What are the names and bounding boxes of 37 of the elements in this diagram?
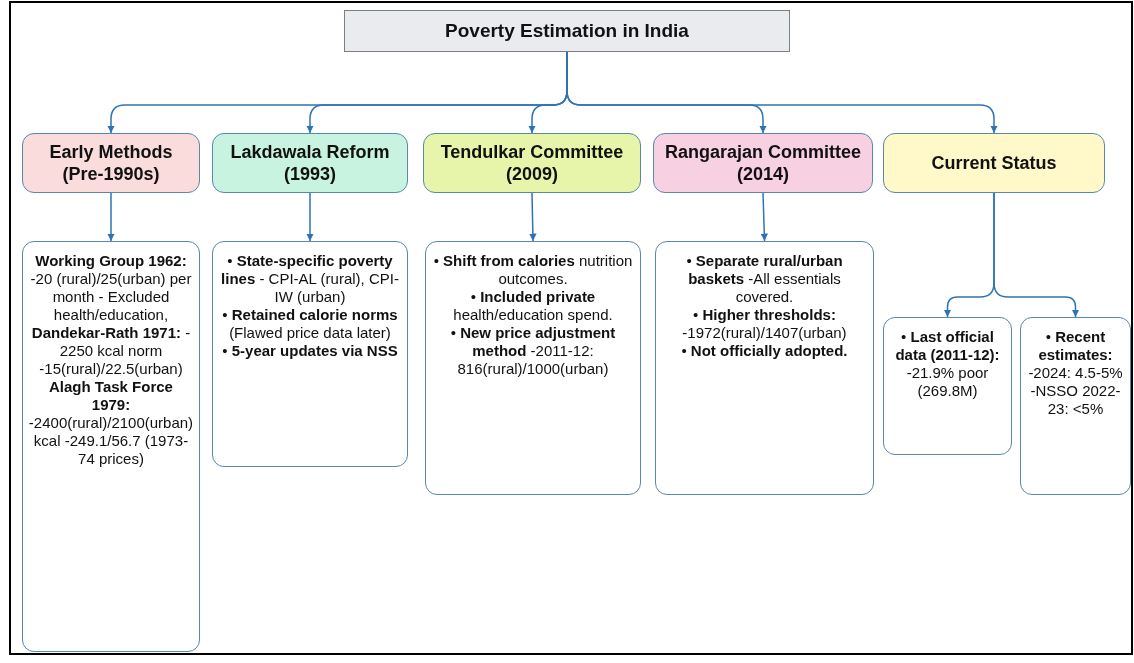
category-box bbox=[212, 133, 408, 193]
title-text: Poverty Estimation in India bbox=[445, 20, 689, 42]
detail-box bbox=[655, 241, 874, 495]
detail-text: • Separate rural/urban baskets -All essentials covered. bbox=[685, 252, 844, 306]
detail-box bbox=[425, 241, 641, 495]
arrow bbox=[306, 192, 314, 242]
arrow bbox=[993, 192, 1080, 318]
detail-text: • Higher thresholds: -1972(rural)/1407(urban) bbox=[681, 306, 848, 342]
arrow bbox=[529, 192, 537, 242]
detail-text: • Recent estimates: -2024: 4.5-5% -NSSO 2022-23: <5% bbox=[1027, 328, 1124, 418]
detail-box bbox=[1020, 317, 1131, 495]
title-box bbox=[344, 10, 790, 52]
arrow bbox=[107, 192, 115, 242]
detail-text: Working Group 1962: -20 (rural)/25(urban) per month - Excluded health/education, bbox=[29, 252, 193, 324]
detail-text: • Last official data (2011-12): -21.9% poor (269.8M) bbox=[894, 328, 1001, 400]
category-label: Current Status bbox=[931, 151, 1057, 175]
detail-text: • 5-year updates via NSS bbox=[222, 342, 398, 360]
detail-text: Alagh Task Force 1979: -2400(rural)/2100(urban) kcal -249.1/56.7 (1973-74 prices) bbox=[28, 378, 194, 468]
category-box bbox=[22, 133, 200, 193]
detail-text: • Shift from calories nutrition outcomes. bbox=[432, 252, 634, 288]
category-box bbox=[423, 133, 641, 193]
category-box bbox=[883, 133, 1105, 193]
detail-box bbox=[22, 241, 200, 652]
category-label: Lakdawala Reform (1993) bbox=[229, 140, 391, 186]
category-box bbox=[653, 133, 873, 193]
detail-text: Dandekar-Rath 1971: - 2250 kcal norm -15(rural)/22.5(urban) bbox=[30, 324, 192, 378]
detail-text: • State-specific poverty lines - CPI-AL (rural), CPI-IW (urban) bbox=[220, 252, 400, 306]
arrow bbox=[760, 192, 768, 242]
detail-text: • Retained calorie norms (Flawed price data later) bbox=[221, 306, 399, 342]
detail-box bbox=[212, 241, 408, 467]
detail-text: • Included private health/education spend. bbox=[452, 288, 614, 324]
category-label: Rangarajan Committee (2014) bbox=[663, 140, 863, 186]
category-label: Early Methods (Pre-1990s) bbox=[48, 140, 174, 186]
detail-text: • Not officially adopted. bbox=[681, 342, 848, 360]
detail-box bbox=[883, 317, 1012, 455]
detail-text: • New price adjustment method -2011-12: 816(rural)/1000(urban) bbox=[449, 324, 617, 378]
category-label: Tendulkar Committee (2009) bbox=[439, 140, 625, 186]
